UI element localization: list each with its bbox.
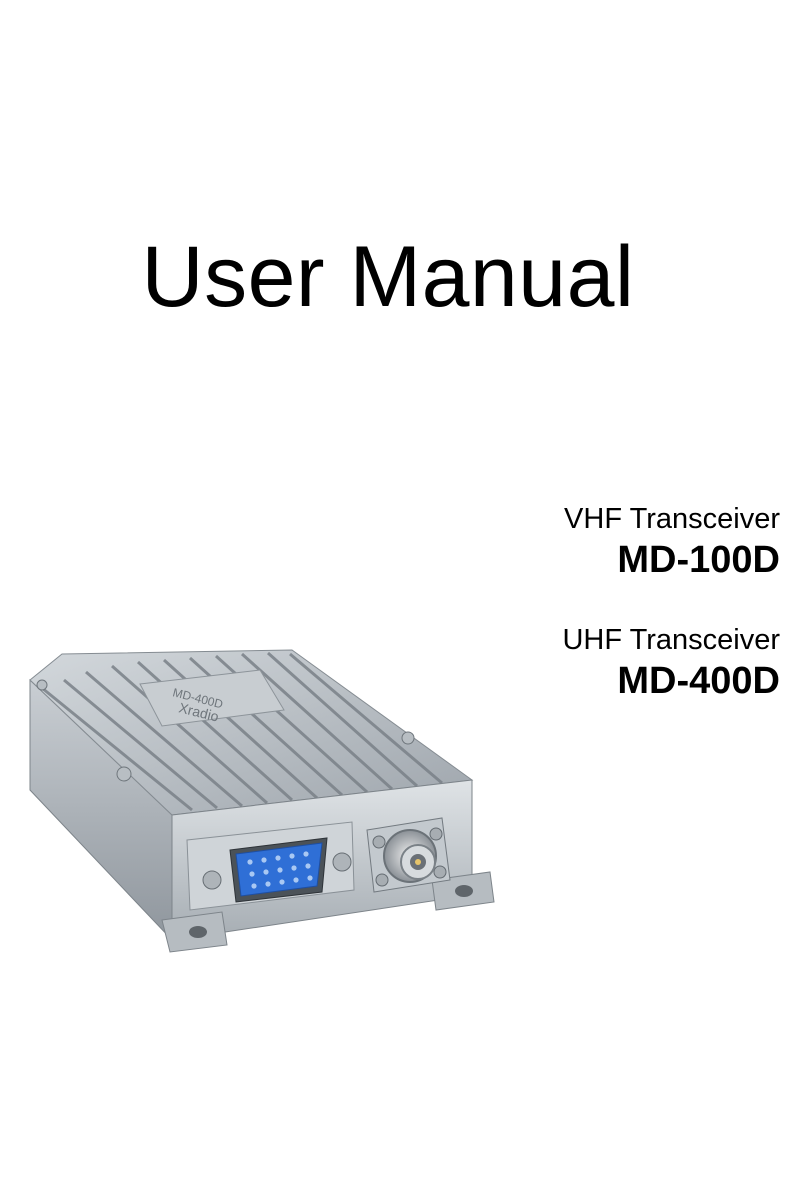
product-model: MD-100D	[617, 539, 780, 581]
mounting-hole	[455, 885, 473, 897]
screw-icon	[433, 865, 447, 879]
mounting-hole	[189, 926, 207, 938]
product-uhf: UHF Transceiver MD-400D	[562, 621, 780, 703]
screw-icon	[36, 679, 48, 691]
product-model: MD-400D	[617, 660, 780, 702]
product-band: UHF Transceiver	[562, 624, 780, 656]
screw-icon	[332, 852, 352, 872]
heatsink-fins	[41, 651, 443, 812]
screw-icon	[202, 870, 222, 890]
screw-icon	[375, 873, 389, 887]
db15-pins	[247, 851, 313, 889]
screw-icon	[116, 766, 132, 782]
screw-icon	[429, 827, 443, 841]
transceiver-device-photo: MD-400D Xradio	[29, 649, 495, 953]
product-band: VHF Transceiver	[564, 503, 780, 535]
product-vhf: VHF Transceiver MD-100D	[564, 500, 780, 582]
manual-title: User Manual	[141, 229, 635, 325]
screw-icon	[372, 835, 386, 849]
device-label-plate	[139, 669, 285, 727]
screw-icon	[401, 731, 415, 745]
